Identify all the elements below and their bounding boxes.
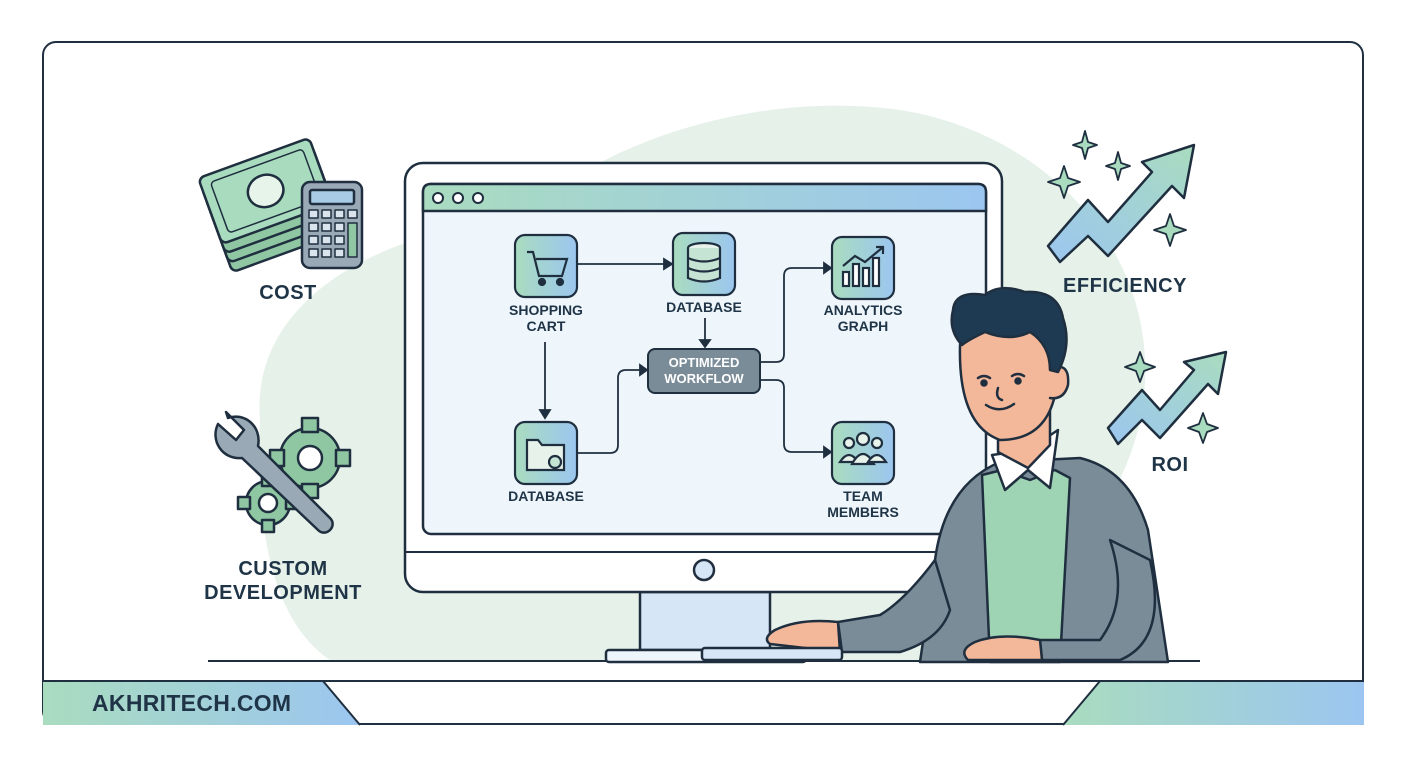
footer-ribbon-left — [43, 681, 360, 725]
shopping-cart-icon — [513, 233, 579, 299]
wrench-gears-icon — [214, 410, 352, 534]
efficiency-label: EFFICIENCY — [1063, 275, 1187, 297]
cost-label: COST — [259, 282, 317, 304]
efficiency-arrow-icon — [1046, 143, 1196, 264]
database-bottom-label: DATABASE — [508, 488, 584, 504]
workflow-connectors — [538, 257, 833, 459]
footer-ribbon-right — [1063, 681, 1364, 725]
development-label: DEVELOPMENT — [204, 582, 362, 604]
roi-arrow-icon — [1106, 350, 1228, 446]
database-top-label: DATABASE — [666, 299, 742, 315]
analytics-graph-icon — [830, 235, 896, 301]
website-url[interactable]: AKHRITECH.COM — [92, 690, 292, 716]
cash-calculator-icon — [198, 138, 364, 272]
folder-database-icon — [513, 420, 579, 486]
custom-label: CUSTOM — [238, 558, 328, 580]
roi-label: ROI — [1151, 454, 1189, 476]
database-icon — [671, 231, 737, 297]
team-members-icon — [830, 420, 896, 486]
person-illustration — [700, 286, 1170, 664]
sparkle-icon — [1047, 130, 1219, 444]
